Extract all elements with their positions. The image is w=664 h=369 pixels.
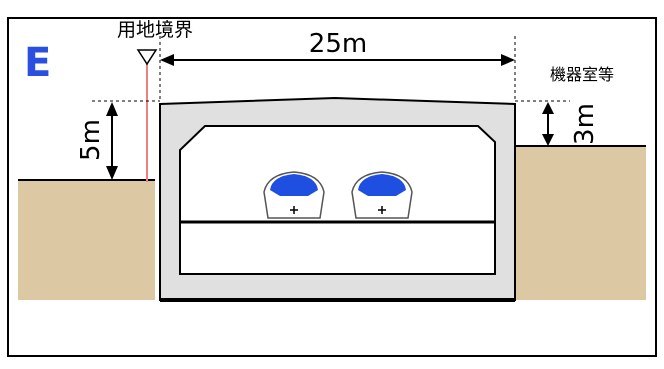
panel-border: [7, 17, 657, 357]
panel-letter: E: [24, 40, 51, 86]
height-left-label: 5m: [76, 119, 106, 161]
width-arrow-left-icon: [160, 54, 174, 66]
ground-left: [18, 180, 155, 300]
facility-label: 機器室等: [550, 65, 614, 84]
width-label: 25m: [309, 29, 367, 59]
ground-right: [515, 146, 646, 300]
boundary-label: 用地境界: [117, 19, 193, 41]
inner-cavity: [179, 125, 496, 275]
height-left-arrow-up-icon: [106, 102, 118, 116]
height-right-arrow-up-icon: [542, 102, 554, 114]
height-left-arrow-down-icon: [106, 166, 118, 180]
boundary-marker-icon: [136, 49, 158, 66]
height-right-label: 3m: [570, 103, 600, 145]
train-right-icon: [351, 171, 413, 219]
width-arrow-right-icon: [501, 54, 515, 66]
height-right-arrow-down-icon: [542, 134, 554, 146]
train-left-icon: [263, 171, 325, 219]
